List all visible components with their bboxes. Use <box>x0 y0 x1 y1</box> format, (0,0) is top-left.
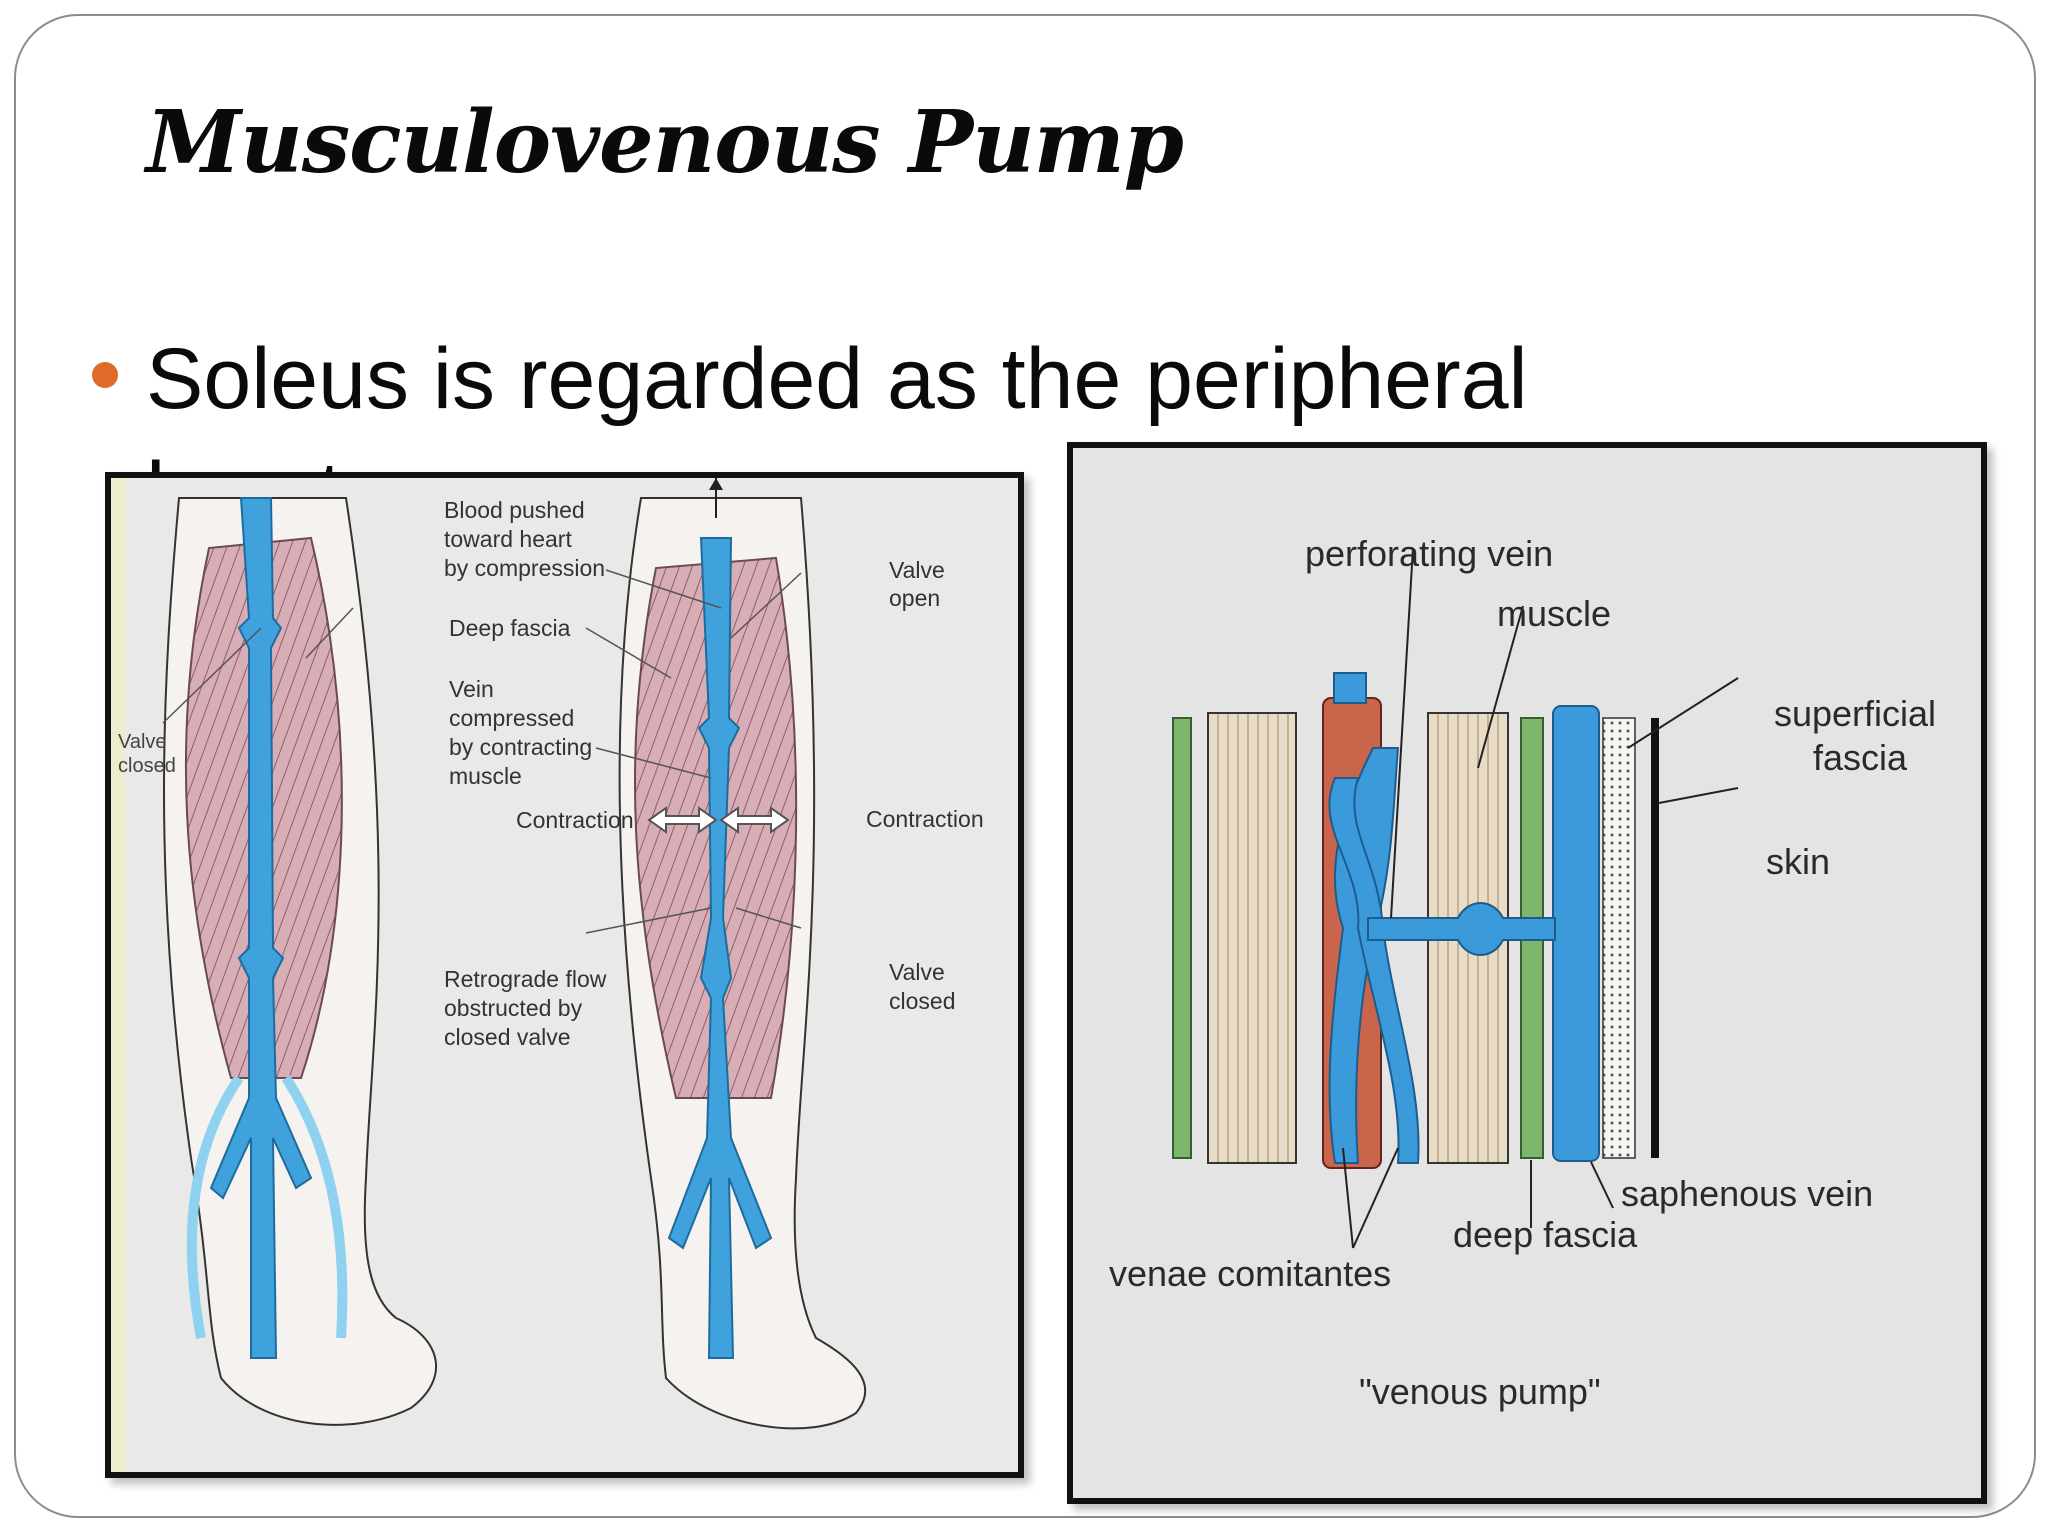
muscle-label: muscle <box>1497 593 1611 634</box>
deep-fascia-label: Deep fascia <box>449 615 571 641</box>
right-leg <box>618 478 867 1430</box>
vein-compressed-label: Vein compressed by contracting muscle <box>449 676 599 789</box>
venae-comitantes-label: venae comitantes <box>1109 1253 1391 1294</box>
vein <box>667 537 773 1359</box>
vena-comitans <box>1328 777 1420 1164</box>
double-arrow-icon <box>647 806 718 834</box>
double-arrow-icon <box>719 806 790 834</box>
bullet-dot-icon <box>92 362 118 388</box>
slide-title: Musculovenous Pump <box>146 92 1184 193</box>
perforating-vein-label: perforating vein <box>1305 533 1553 574</box>
venous-pump-diagram: perforating vein muscle superficial fasc… <box>1073 448 1981 1498</box>
skin-line <box>1651 718 1659 1158</box>
saphenous-vein <box>1552 705 1600 1162</box>
skin-label: skin <box>1766 841 1830 882</box>
valve-closed-left-label: Valve closed <box>118 731 176 777</box>
deep-fascia-label: deep fascia <box>1453 1214 1638 1255</box>
perforating-vein <box>1367 902 1556 956</box>
venous-pump-caption: "venous pump" <box>1359 1371 1601 1412</box>
up-arrow-icon <box>709 478 723 490</box>
valve-closed-right-label: Valve closed <box>889 959 955 1014</box>
superficial-fascia-label: superficial fascia <box>1774 693 1946 778</box>
contraction-right-label: Contraction <box>866 806 984 832</box>
valve-open-label: Valve open <box>889 557 951 611</box>
venous-pump-figure: perforating vein muscle superficial fasc… <box>1067 442 1987 1504</box>
retrograde-flow-label: Retrograde flow obstructed by closed val… <box>444 966 613 1050</box>
muscle-column <box>1207 712 1297 1164</box>
leg-pump-illustration: Valve closed Blood pushed toward heart b… <box>111 478 1018 1472</box>
fascia-strip <box>1172 717 1192 1159</box>
superficial-fascia <box>1602 717 1636 1159</box>
leg-pump-figure: Valve closed Blood pushed toward heart b… <box>105 472 1024 1478</box>
blood-pushed-label: Blood pushed toward heart by compression <box>444 497 605 581</box>
saphenous-vein-label: saphenous vein <box>1621 1173 1873 1214</box>
vein <box>209 497 313 1359</box>
contraction-left-label: Contraction <box>516 807 634 833</box>
left-leg <box>163 497 438 1426</box>
